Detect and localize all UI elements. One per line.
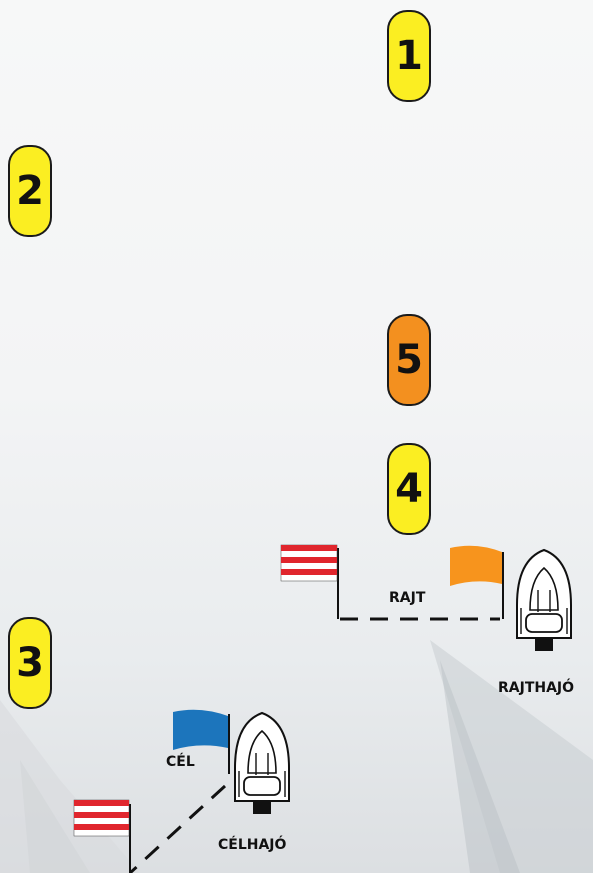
finish-line bbox=[130, 786, 225, 873]
finish-boat-icon bbox=[235, 713, 289, 814]
start-boat-flag-icon bbox=[450, 546, 503, 619]
start-pin-flag-icon bbox=[281, 545, 338, 619]
start-boat-icon bbox=[517, 550, 571, 651]
finish-pin-flag-icon bbox=[74, 800, 130, 873]
start-line-label: RAJT bbox=[389, 590, 425, 606]
start-boat-label: RAJTHAJÓ bbox=[498, 680, 574, 696]
finish-line-label: CÉL bbox=[166, 754, 195, 770]
finish-boat-label: CÉLHAJÓ bbox=[218, 837, 286, 853]
